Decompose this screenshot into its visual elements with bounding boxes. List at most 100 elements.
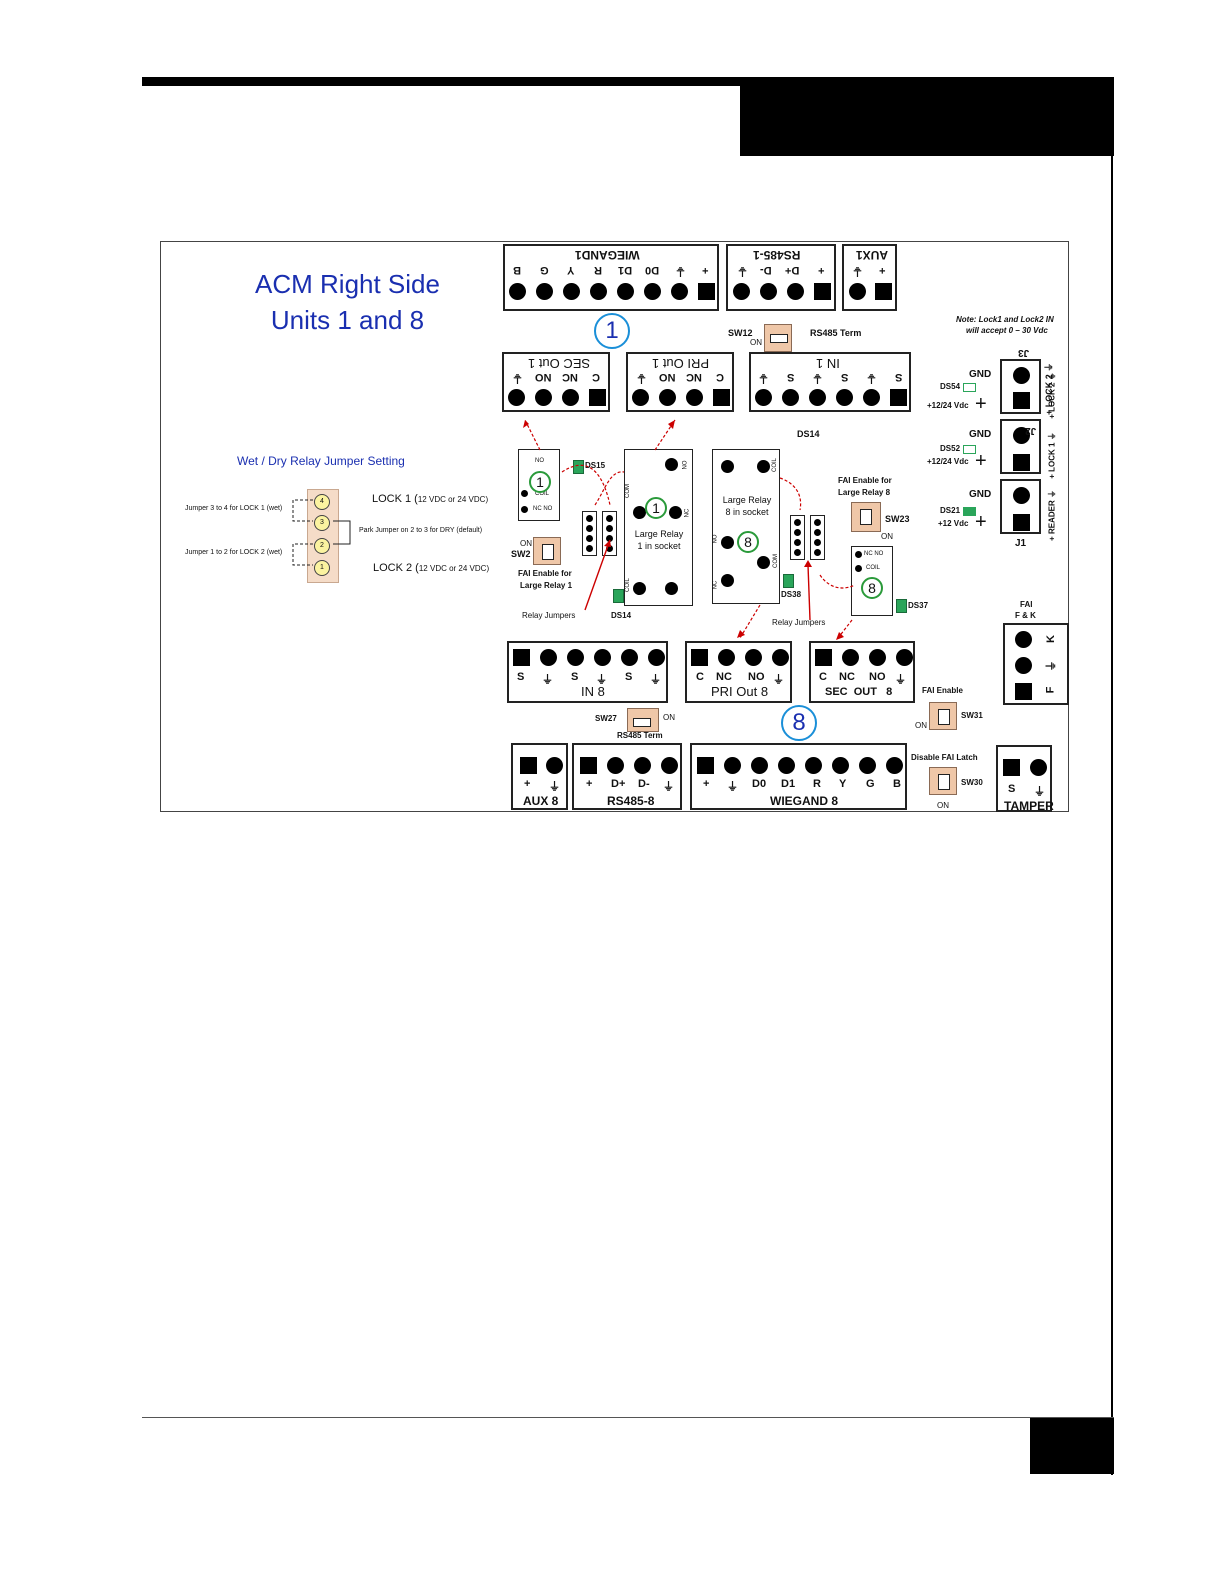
relay-pin xyxy=(721,536,734,549)
reader-side-text: + READER ⏚ xyxy=(1047,490,1057,541)
sw31-switch[interactable] xyxy=(929,702,957,730)
sw23-on-label: ON xyxy=(881,532,893,541)
terminal-pin xyxy=(760,283,777,300)
plus-icon: + xyxy=(975,450,987,472)
ds38-label: DS38 xyxy=(781,590,802,599)
fai-enable-lr1-line1: FAI Enable for xyxy=(518,569,572,578)
terminal-pin xyxy=(805,757,822,774)
terminal-pin xyxy=(536,283,553,300)
lock1-volts: 12 VDC or 24 VDC) xyxy=(417,495,489,504)
relay-pin xyxy=(665,458,678,471)
jumper-pin-2: 2 xyxy=(314,538,330,554)
lock1-label: LOCK 1 ( xyxy=(372,493,418,505)
ds37-led xyxy=(896,599,907,613)
terminal-pin xyxy=(1015,657,1032,674)
sec-out1-pin-label: C xyxy=(592,371,600,383)
pri-out8-name: PRI Out 8 xyxy=(711,684,769,699)
small-relay-1: NO COIL NC NO xyxy=(518,449,560,521)
j1-gnd-label: GND xyxy=(969,489,992,500)
relay-1-small-circle: 1 xyxy=(529,471,551,493)
j1-connector xyxy=(1000,479,1041,534)
aux1-pin-label: ⏚ xyxy=(852,265,863,277)
terminal-pin xyxy=(671,283,688,300)
in1-connector: IN 1 ⏚ S ⏚ S ⏚ S xyxy=(749,352,911,412)
pri-out8-pin-label: C xyxy=(696,671,704,683)
terminal-pin xyxy=(567,649,584,666)
terminal-pin xyxy=(809,389,826,406)
terminal-pin xyxy=(1013,392,1030,409)
relay-pin xyxy=(721,574,734,587)
wiegand8-pin-label: Y xyxy=(839,778,847,790)
terminal-pin xyxy=(648,649,665,666)
terminal-pin xyxy=(590,283,607,300)
sw27-switch[interactable] xyxy=(627,708,659,732)
jumper-pin-3: 3 xyxy=(314,515,330,531)
relay-1-text-line1: Large Relay xyxy=(634,529,684,539)
pri-out8-connector: C NC NO ⏚ PRI Out 8 xyxy=(685,641,792,703)
aux1-pin-label: + xyxy=(879,264,886,276)
in1-pin-label: ⏚ xyxy=(866,372,877,384)
terminal-pin xyxy=(869,649,886,666)
wiegand1-pin-label: D0 xyxy=(645,264,660,276)
rs485-1-connector: RS485-1 ⏚ D- D+ + xyxy=(726,244,836,311)
j3-name: J3 xyxy=(1018,347,1030,358)
relay-jumper-block[interactable] xyxy=(582,511,597,556)
sw23-switch[interactable] xyxy=(851,502,881,532)
wiegand8-pin-label: D0 xyxy=(752,778,767,790)
sw2-label: SW2 xyxy=(511,549,531,559)
terminal-pin xyxy=(607,757,624,774)
in8-pin-label: ⏚ xyxy=(650,674,661,686)
fai-enable-lr1-line2: Large Relay 1 xyxy=(520,581,573,590)
sec-out1-pin-label: ⏚ xyxy=(512,372,523,384)
sw2-switch[interactable] xyxy=(533,537,561,565)
tamper-pin-label: S xyxy=(1008,783,1016,795)
wiegand1-pin-label: D1 xyxy=(618,264,633,276)
terminal-pin xyxy=(594,649,611,666)
wiegand8-name: WIEGAND 8 xyxy=(770,794,839,808)
ds38-led xyxy=(783,574,794,588)
sw30-label: SW30 xyxy=(961,778,983,787)
aux8-connector: + ⏚ AUX 8 xyxy=(511,743,568,810)
terminal-pin xyxy=(520,757,537,774)
terminal-pin xyxy=(563,283,580,300)
in8-name: IN 8 xyxy=(581,684,605,699)
terminal-pin xyxy=(634,757,651,774)
relay-pin xyxy=(669,506,682,519)
jumper-header-block: 4 3 2 1 xyxy=(307,489,339,583)
wiegand1-pin-label: G xyxy=(540,264,549,276)
terminal-pin xyxy=(589,389,606,406)
park-jumper-text: Park Jumper on 2 to 3 for DRY (default) xyxy=(359,527,483,534)
fai-enable-lr8-line1: FAI Enable for xyxy=(838,476,892,485)
rs485-8-pin-label: + xyxy=(586,778,593,790)
large-relay-1: NO COM NC COIL Large Relay 1 in socket xyxy=(624,449,693,606)
sec-out1-pin-label: NO xyxy=(535,371,552,383)
sw12-switch[interactable] xyxy=(764,324,792,352)
sw30-switch[interactable] xyxy=(929,767,957,795)
ds37-label: DS37 xyxy=(908,601,929,610)
relay-8-text-line1: Large Relay xyxy=(722,495,772,505)
terminal-pin xyxy=(751,757,768,774)
relay-jumper-block[interactable] xyxy=(790,515,805,560)
pri-out1-pin-label: C xyxy=(716,371,724,383)
terminal-pin xyxy=(1013,427,1030,444)
ds14-led xyxy=(613,589,624,603)
rs485-8-pin-label: D+ xyxy=(611,778,626,790)
terminal-pin xyxy=(815,649,832,666)
relay-1-large-circle: 1 xyxy=(645,497,667,519)
terminal-pin xyxy=(546,757,563,774)
jumper-brackets xyxy=(292,499,351,566)
small-relay-8-ncno: NC NO xyxy=(864,551,884,557)
sec-out1-name: SEC Out 1 xyxy=(528,356,591,371)
diagram-title-line1: ACM Right Side xyxy=(255,269,440,299)
in8-connector: S ⏚ S ⏚ S ⏚ IN 8 xyxy=(507,641,668,703)
wiegand1-pin-label: B xyxy=(513,264,521,276)
small-relay-1-coil: COIL xyxy=(535,491,550,497)
rs485-1-pin-label: D- xyxy=(760,264,772,276)
tamper-pin-label: ⏚ xyxy=(1034,786,1045,798)
relay-jumper-block[interactable] xyxy=(810,515,825,560)
sec-out8-pin-label: NO xyxy=(869,671,886,683)
relay-jumpers-right-label: Relay Jumpers xyxy=(772,618,826,627)
sec-out8-name: SEC OUT 8 xyxy=(825,686,893,698)
rs485-1-pin-label: + xyxy=(818,264,825,276)
ds52-led xyxy=(963,445,976,454)
